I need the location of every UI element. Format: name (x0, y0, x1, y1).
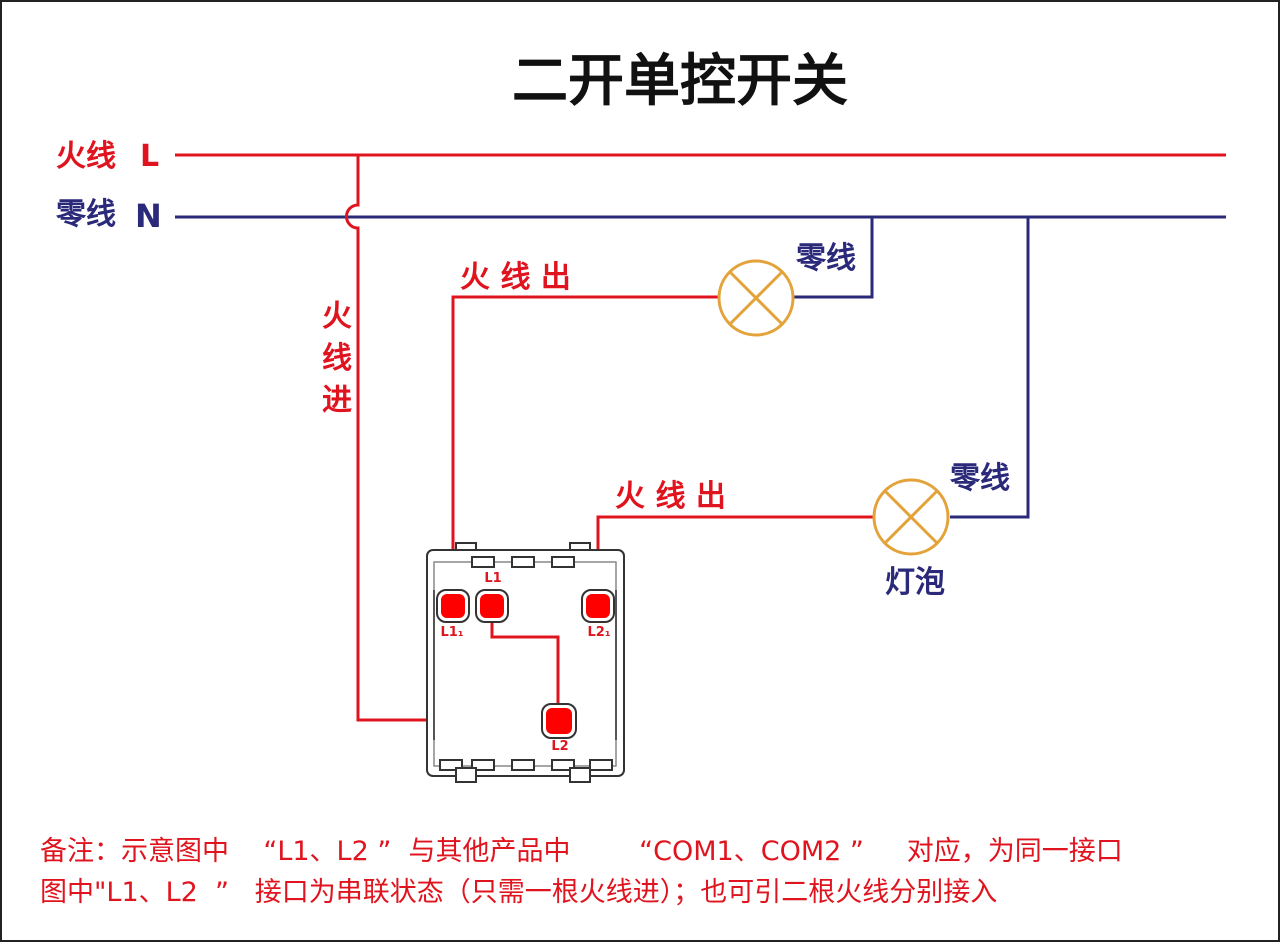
bulb-label: 灯泡 (885, 565, 945, 600)
diagram-title: 二开单控开关 (512, 49, 848, 114)
live-line-label: 火线 (56, 139, 116, 174)
live-out-wire-2 (596, 515, 873, 602)
live-in-label-3: 进 (322, 383, 352, 418)
terminal-label-l2-1: L2₁ (587, 625, 610, 640)
live-out-label-2: 火 线 出 (615, 479, 726, 514)
live-in-label-1: 火 (322, 299, 352, 334)
live-out-wire-1 (451, 295, 718, 602)
note-line-2: 图中"L1、L2 ” 接口为串联状态（只需一根火线进）；也可引二根火线分别接入 (40, 877, 998, 908)
neutral-label-2: 零线 (950, 461, 1010, 496)
neutral-wire-1 (794, 217, 874, 299)
neutral-wire-2 (950, 217, 1030, 519)
two-gang-switch-icon (426, 542, 625, 783)
terminal-l2 (541, 703, 577, 739)
live-in-label-2: 线 (322, 341, 352, 376)
terminal-l1 (475, 589, 509, 623)
lamp-cross-icon (872, 478, 950, 556)
terminal-label-l2: L2 (551, 739, 568, 754)
terminal-label-l1-1: L1₁ (440, 625, 463, 640)
live-in-wire (345, 155, 552, 722)
note-line-1: 备注：示意图中 “L1、L2 ” 与其他产品中 “COM1、COM2 ” 对应，… (40, 836, 1123, 867)
terminal-label-l1-top: L1 (484, 571, 501, 586)
lamp-cross-icon (717, 259, 795, 337)
terminal-l2-1 (581, 589, 615, 623)
neutral-line-label: 零线 (56, 197, 116, 232)
neutral-label-1: 零线 (796, 241, 856, 276)
neutral-line-letter: N (135, 197, 162, 235)
terminal-l1-1 (436, 589, 470, 623)
live-out-label-1: 火 线 出 (460, 260, 571, 295)
live-line-letter: L (140, 139, 159, 174)
